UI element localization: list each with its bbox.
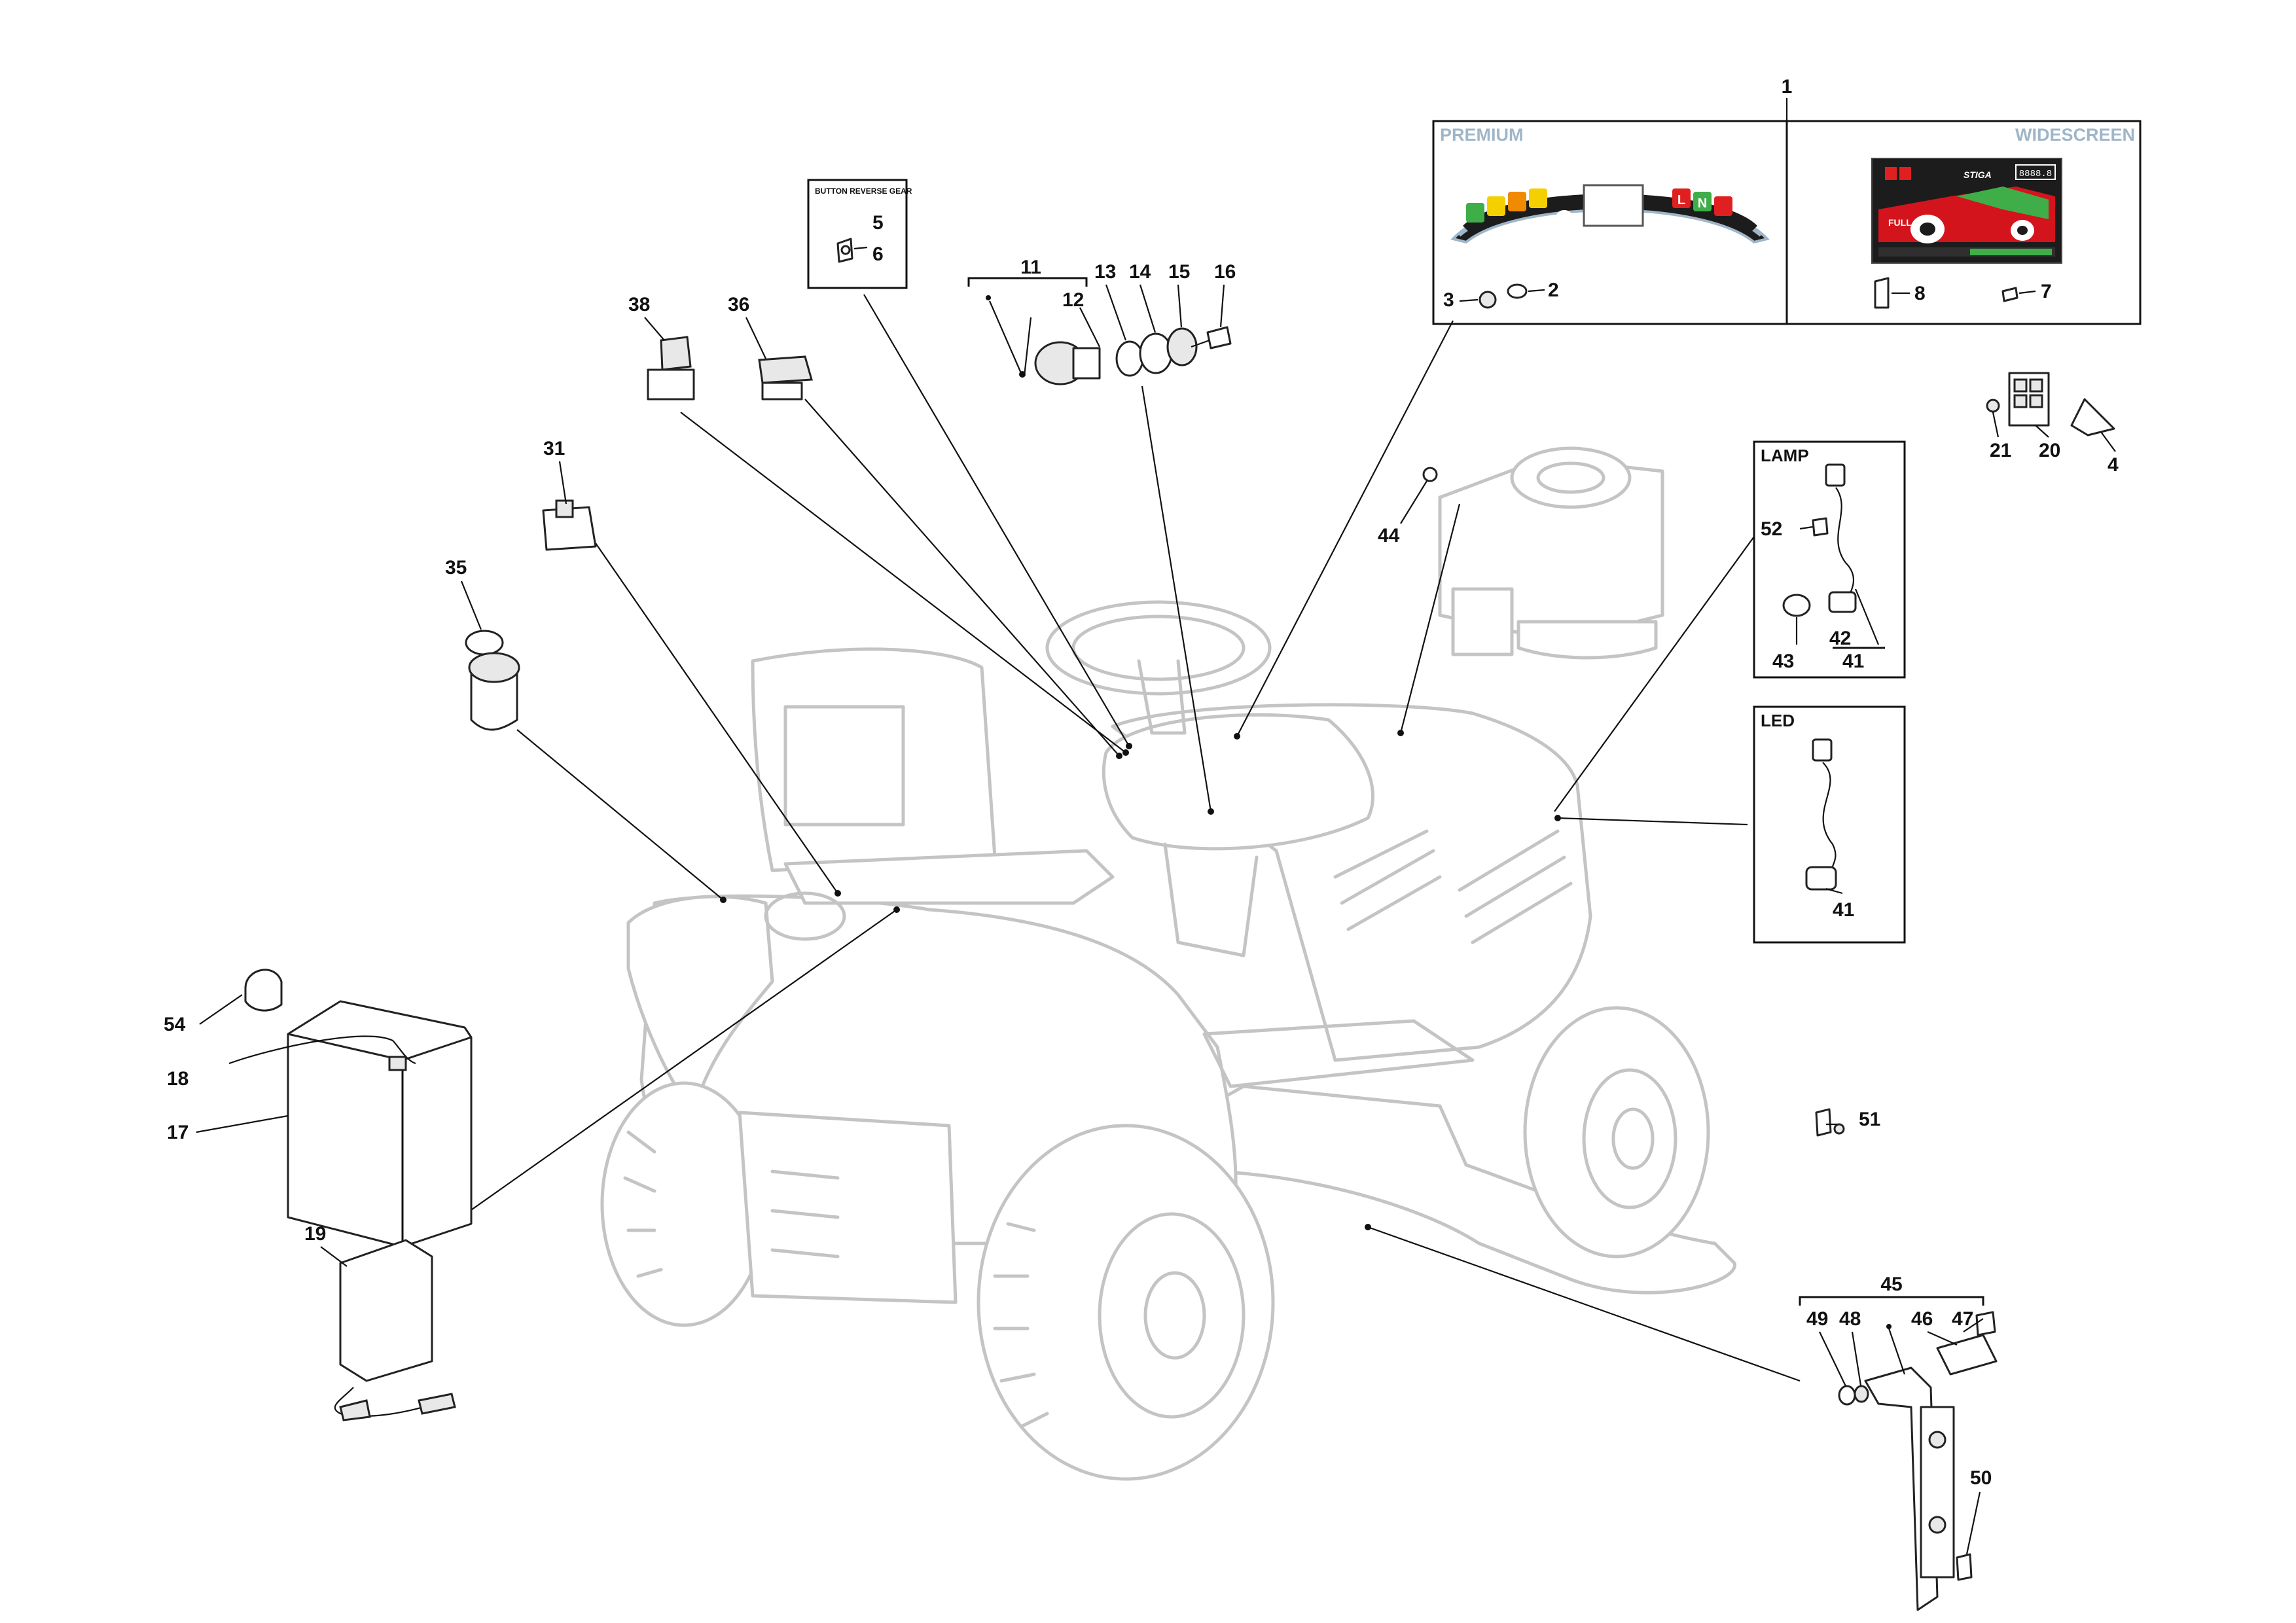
callout-52: 52 (1761, 518, 1782, 540)
widescreen-label: WIDESCREEN (2015, 125, 2135, 145)
led-box: LED (1753, 705, 1906, 944)
callout-42: 42 (1829, 628, 1851, 649)
callout-13: 13 (1094, 261, 1116, 283)
premium-display: L N (1450, 184, 1770, 244)
switch-38 (647, 336, 695, 401)
callout-50: 50 (1970, 1467, 1992, 1489)
widescreen-fuel: FULL (1888, 217, 1912, 228)
callout-numbers: 1 2 3 4 5 6 7 8 11 12 13 14 15 16 17 18 … (164, 76, 2119, 1489)
callout-4: 4 (2108, 454, 2119, 476)
tractor-outline (600, 446, 1736, 1481)
callout-19: 19 (304, 1223, 326, 1245)
callout-11: 11 (1020, 257, 1041, 278)
ignition-group (967, 277, 1232, 385)
panel-fasteners (1459, 277, 2036, 309)
callout-45: 45 (1880, 1274, 1902, 1295)
engine-outline (1438, 446, 1664, 660)
clip-51 (1815, 1108, 1845, 1137)
callout-54: 54 (164, 1014, 186, 1035)
reverse-gear-box: BUTTON REVERSE GEAR (807, 179, 912, 289)
callout-41-led: 41 (1833, 899, 1854, 921)
widescreen-brand: STIGA (1964, 169, 1992, 180)
callout-35: 35 (445, 557, 467, 579)
callout-20: 20 (2039, 440, 2060, 461)
callout-31: 31 (543, 438, 565, 459)
premium-letter-l: L (1677, 193, 1685, 207)
callout-16: 16 (1214, 261, 1236, 283)
callout-12: 12 (1062, 289, 1084, 311)
callout-15: 15 (1168, 261, 1190, 283)
socket-35 (465, 630, 520, 731)
callout-38: 38 (628, 294, 650, 315)
callout-47: 47 (1952, 1308, 1973, 1330)
lamp-box: LAMP (1753, 440, 1906, 679)
callout-51: 51 (1859, 1109, 1880, 1130)
callout-43: 43 (1772, 651, 1794, 672)
callout-14: 14 (1129, 261, 1151, 283)
callout-6: 6 (872, 243, 884, 265)
battery-group (228, 969, 473, 1421)
widescreen-display: STIGA 8888.8 FULL (1871, 158, 2062, 264)
callout-21: 21 (1990, 440, 2011, 461)
leader-lines (451, 294, 1801, 1382)
lamp-label: LAMP (1761, 446, 1809, 465)
premium-letter-n: N (1698, 196, 1707, 211)
callout-8: 8 (1914, 283, 1926, 304)
widescreen-readout: 8888.8 (2019, 169, 2052, 179)
callout-2: 2 (1548, 279, 1559, 301)
switch-36 (758, 355, 813, 401)
callout-7: 7 (2041, 281, 2052, 302)
callout-46: 46 (1911, 1308, 1933, 1330)
callout-3: 3 (1443, 289, 1454, 311)
connection-dots (720, 730, 1561, 1230)
callout-36: 36 (728, 294, 749, 315)
led-label: LED (1761, 711, 1795, 730)
callout-5: 5 (872, 212, 884, 234)
callout-49: 49 (1806, 1308, 1828, 1330)
safety-switch-group (1799, 1296, 1998, 1611)
callout-17: 17 (167, 1122, 188, 1143)
switch-31 (542, 499, 597, 551)
dashboard-panels: PREMIUM WIDESCREEN L N STIGA 8888 (1432, 98, 2142, 325)
short-leaders (196, 284, 2116, 1555)
reverse-gear-label: BUTTON REVERSE GEAR (815, 187, 912, 196)
premium-label: PREMIUM (1440, 125, 1524, 145)
callout-41-lamp: 41 (1842, 651, 1864, 672)
callout-44: 44 (1378, 525, 1400, 546)
callout-18: 18 (167, 1068, 188, 1090)
fuse-holder-group (1422, 372, 2115, 482)
callout-1: 1 (1782, 76, 1793, 98)
callout-48: 48 (1839, 1308, 1861, 1330)
